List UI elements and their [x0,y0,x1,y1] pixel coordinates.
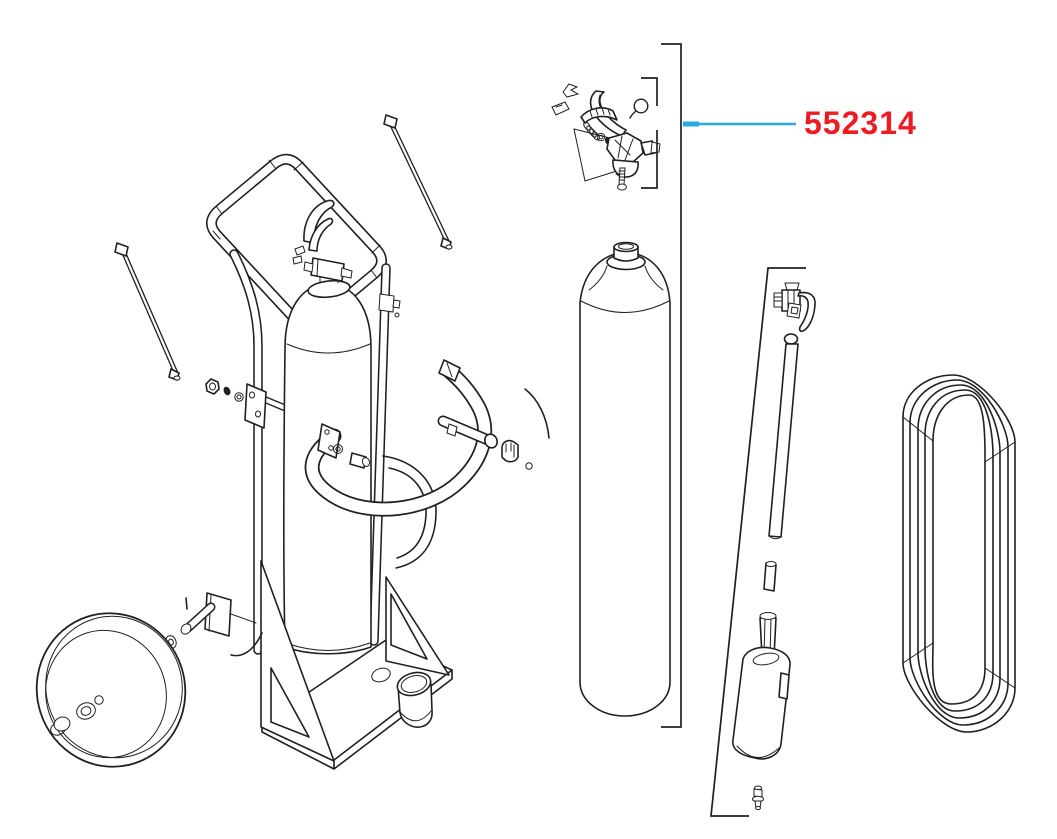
part-number-label: 552314 [804,105,917,141]
hose-joint-marks [902,416,1016,689]
latch-clip-icon [501,439,533,470]
tube-bend-marks [212,159,381,279]
mounted-extinguisher-icon [283,199,372,655]
lock-ring-icon [551,101,570,116]
hose-coil-icon [902,374,1016,733]
discharge-horn-icon [732,612,791,760]
wheel-hub-icon [50,695,104,736]
gusset-plate-right [385,576,450,676]
cylinder-neck-icon [588,241,664,291]
axle-pin-icon [185,597,188,610]
strap-bolt-and-washer [333,444,371,469]
fastener-set-icon [205,378,244,402]
handle-loop-icon [211,159,381,325]
dip-tube-screw-icon [617,167,627,191]
nozzle-fitting-icon [752,785,764,810]
pull-ring-icon [629,98,649,119]
horn-clip-icon [778,672,790,700]
valve-group-bracket [641,77,658,189]
trolley-assembly [35,114,550,770]
extinguisher-valve-icon [292,199,353,299]
lance-kit [710,267,816,817]
lance-cup-icon [396,671,433,728]
cylinder-strap-icon [312,359,485,509]
retaining-clip-icon [562,83,580,98]
crossbar-plate [244,383,290,429]
axle-end [180,623,192,635]
lance-tube-icon [768,333,799,540]
tie-rod-upper-right-icon [383,114,453,250]
valve-body-icon [606,132,661,178]
spare-cylinder-icon [579,241,671,717]
rail-clamp-icon [378,293,401,318]
valve-assembly-exploded [551,77,661,191]
shutoff-valve-icon [773,282,816,333]
front-wheel-icon [35,612,187,768]
strap-arm-icon [443,421,498,449]
grip-lever-icon [580,107,618,124]
tie-rod-upper-left-icon [114,242,181,381]
gusset-plate-left [260,560,335,762]
rear-wheel-icon [382,388,550,569]
base-platform-icon [260,560,453,770]
tube-spacer-icon [763,561,777,592]
pull-hook-icon [797,291,816,333]
cylinder-group-bracket [661,43,682,728]
callout: 552314 [683,105,917,141]
lance-group-bracket [710,267,806,817]
cylinder-body [579,251,671,717]
